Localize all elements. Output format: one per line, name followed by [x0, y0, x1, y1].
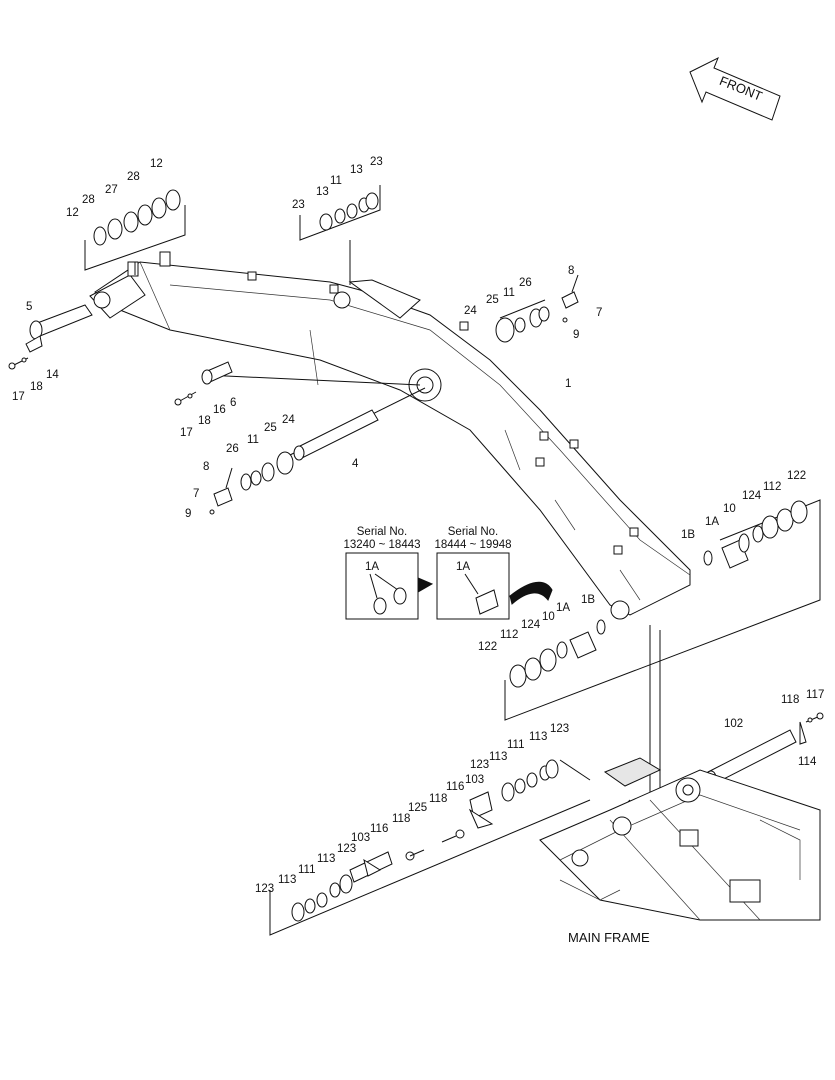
- lower-hardware-right: [441, 759, 559, 843]
- svg-text:7: 7: [596, 307, 602, 319]
- washer-stack-top-middle: [319, 192, 379, 231]
- svg-text:1: 1: [565, 378, 571, 390]
- serial-box-right: Serial No. 18444 ~ 19948 1A: [434, 526, 512, 620]
- main-frame-label: MAIN FRAME: [568, 930, 650, 945]
- svg-text:112: 112: [500, 629, 518, 641]
- curved-arrow-icon: [509, 581, 553, 605]
- arrow-icon: [417, 577, 434, 593]
- svg-text:Serial No.: Serial No.: [448, 526, 499, 538]
- svg-text:123: 123: [255, 883, 274, 895]
- svg-text:7: 7: [193, 488, 199, 500]
- svg-text:12: 12: [150, 158, 163, 170]
- svg-text:116: 116: [370, 823, 388, 835]
- bolt-left: [8, 357, 29, 370]
- svg-text:17: 17: [180, 427, 193, 439]
- svg-text:9: 9: [573, 329, 579, 341]
- svg-text:112: 112: [763, 481, 781, 493]
- svg-text:13: 13: [316, 186, 329, 198]
- svg-text:124: 124: [521, 619, 541, 631]
- svg-text:Serial No.: Serial No.: [357, 526, 408, 538]
- pin-5: [25, 304, 93, 353]
- svg-text:24: 24: [464, 305, 477, 317]
- svg-text:123: 123: [550, 723, 569, 735]
- main-frame: [539, 757, 821, 921]
- svg-text:4: 4: [352, 458, 359, 470]
- svg-text:14: 14: [46, 369, 59, 381]
- svg-text:27: 27: [105, 184, 118, 196]
- svg-text:123: 123: [337, 843, 356, 855]
- bushing-set-right: [703, 500, 808, 569]
- svg-text:26: 26: [519, 277, 532, 289]
- svg-text:111: 111: [507, 739, 524, 751]
- pin-hardware-left-lower: [209, 451, 294, 515]
- svg-text:28: 28: [82, 194, 95, 206]
- svg-text:122: 122: [478, 641, 497, 653]
- svg-text:118: 118: [392, 813, 410, 825]
- svg-text:23: 23: [292, 199, 305, 211]
- svg-text:11: 11: [330, 175, 342, 187]
- svg-text:1A: 1A: [365, 561, 379, 573]
- pin-4: [293, 409, 379, 461]
- svg-text:13240 ~ 18443: 13240 ~ 18443: [343, 539, 420, 551]
- svg-text:114: 114: [798, 756, 817, 768]
- lower-hardware-left: [291, 849, 425, 922]
- svg-text:16: 16: [213, 404, 226, 416]
- svg-text:118: 118: [429, 793, 447, 805]
- svg-text:8: 8: [203, 461, 209, 473]
- svg-text:125: 125: [408, 802, 427, 814]
- svg-text:111: 111: [298, 864, 315, 876]
- svg-text:1A: 1A: [456, 561, 470, 573]
- svg-text:102: 102: [724, 718, 743, 730]
- svg-text:25: 25: [486, 294, 499, 306]
- callout-labels: 1 4 5 6 14 16 17 17 18 18 12 28 27 28 12…: [12, 156, 824, 895]
- svg-text:8: 8: [568, 265, 574, 277]
- pin-hardware-right-upper: [495, 274, 579, 343]
- svg-text:18: 18: [198, 415, 211, 427]
- washer-stack-top-left: [93, 189, 181, 246]
- svg-text:11: 11: [247, 434, 259, 446]
- svg-text:17: 17: [12, 391, 25, 403]
- serial-box-left: Serial No. 13240 ~ 18443 1A: [343, 526, 421, 620]
- svg-text:5: 5: [26, 301, 32, 313]
- svg-text:28: 28: [127, 171, 140, 183]
- svg-text:117: 117: [806, 689, 824, 701]
- svg-text:118: 118: [781, 694, 799, 706]
- svg-text:26: 26: [226, 443, 239, 455]
- svg-text:122: 122: [787, 470, 806, 482]
- svg-text:9: 9: [185, 508, 191, 520]
- svg-text:23: 23: [370, 156, 383, 168]
- svg-text:1A: 1A: [556, 602, 570, 614]
- svg-text:10: 10: [723, 503, 736, 515]
- boom-body: [89, 251, 691, 620]
- svg-text:113: 113: [317, 853, 335, 865]
- svg-text:6: 6: [230, 397, 236, 409]
- svg-text:10: 10: [542, 611, 555, 623]
- svg-text:116: 116: [446, 781, 464, 793]
- svg-text:18444 ~ 19948: 18444 ~ 19948: [434, 539, 511, 551]
- svg-text:123: 123: [470, 759, 489, 771]
- pin-6: [174, 361, 233, 406]
- bushing-set-lower: [509, 619, 606, 688]
- svg-text:13: 13: [350, 164, 363, 176]
- svg-text:113: 113: [489, 751, 507, 763]
- svg-text:1A: 1A: [705, 516, 719, 528]
- svg-text:24: 24: [282, 414, 295, 426]
- svg-text:124: 124: [742, 490, 762, 502]
- svg-text:1B: 1B: [581, 594, 595, 606]
- svg-text:12: 12: [66, 207, 79, 219]
- svg-text:113: 113: [529, 731, 547, 743]
- svg-text:1B: 1B: [681, 529, 695, 541]
- svg-text:25: 25: [264, 422, 277, 434]
- svg-text:103: 103: [351, 832, 370, 844]
- svg-text:18: 18: [30, 381, 43, 393]
- svg-text:103: 103: [465, 774, 484, 786]
- front-arrow-icon: FRONT: [689, 56, 781, 121]
- svg-text:113: 113: [278, 874, 296, 886]
- svg-text:11: 11: [503, 287, 515, 299]
